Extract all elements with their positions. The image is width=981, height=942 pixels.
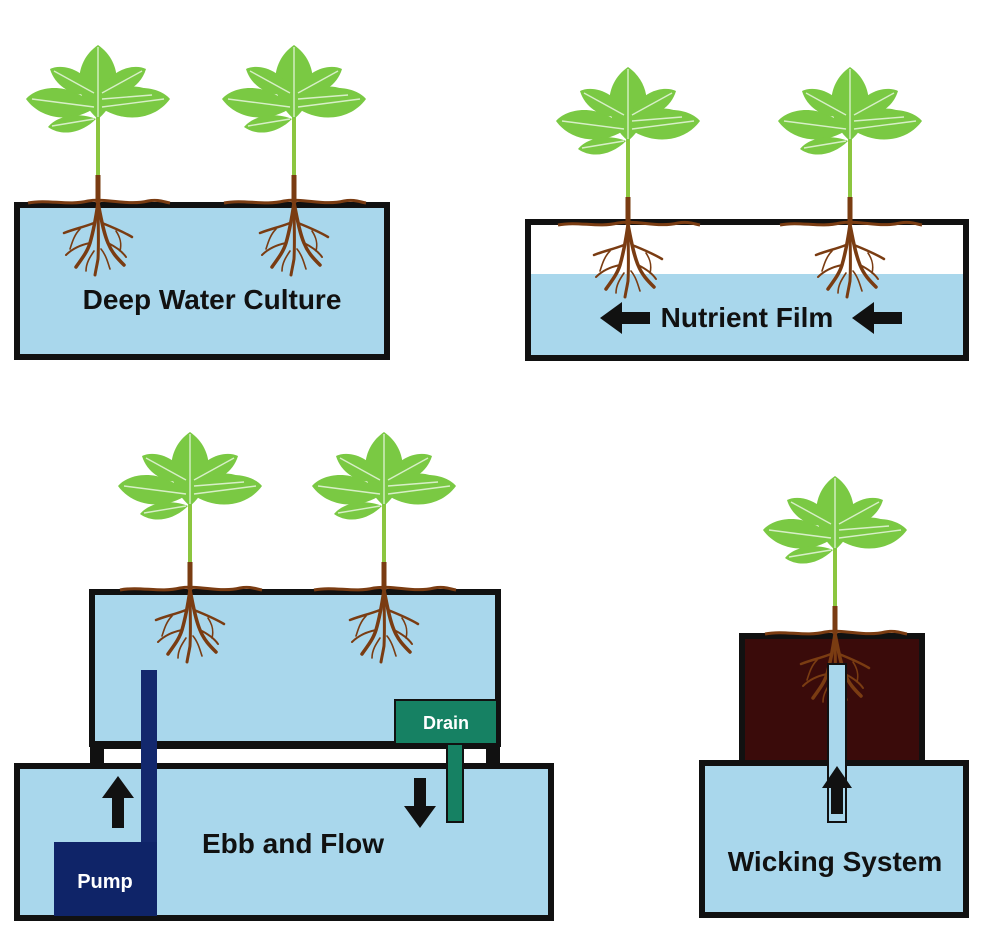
- pump-box: [54, 842, 157, 916]
- arrow-left-icon: [600, 302, 650, 334]
- ebb-label: Ebb and Flow: [202, 828, 384, 859]
- arrow-down-icon: [404, 778, 436, 828]
- ebb-system: Pump Drain Ebb and Flow: [14, 430, 554, 921]
- arrow-left-icon: [852, 302, 902, 334]
- wick-system: Wicking System: [699, 474, 969, 918]
- dwc-system: Deep Water Culture: [14, 43, 390, 360]
- pump-pipe: [141, 670, 157, 842]
- nft-label: Nutrient Film: [661, 302, 834, 333]
- pump-label: Pump: [77, 871, 133, 893]
- arrow-up-icon: [822, 766, 852, 814]
- dwc-label: Deep Water Culture: [83, 284, 342, 315]
- drain-box: [394, 699, 498, 745]
- wick-label: Wicking System: [728, 846, 942, 877]
- drain-label: Drain: [423, 713, 469, 733]
- arrow-up-icon: [102, 776, 134, 828]
- nft-channel: [525, 219, 969, 361]
- nft-system: Nutrient Film: [525, 65, 969, 361]
- dwc-tank: [14, 202, 390, 360]
- drain-pipe: [446, 743, 464, 823]
